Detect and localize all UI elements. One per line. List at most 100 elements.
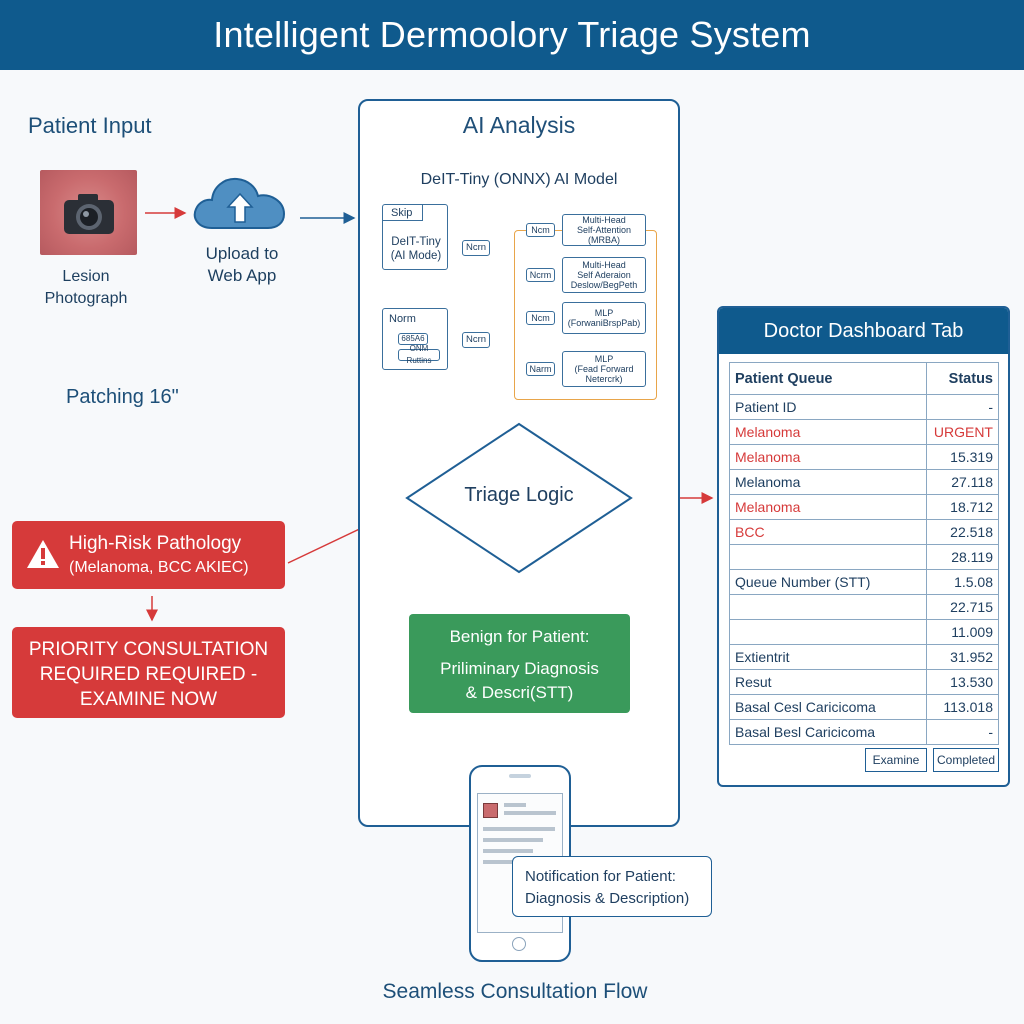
header-bar: Intelligent Dermoolory Triage System: [0, 0, 1024, 70]
sub-box-2: ONM Ruttins: [398, 344, 440, 365]
table-row[interactable]: Basal Besl Caricicoma-: [729, 719, 999, 745]
norm-left-label: Norm: [389, 313, 416, 325]
benign-line1: Benign for Patient:: [449, 627, 590, 646]
completed-button[interactable]: Completed: [933, 748, 999, 772]
norm-block: Ncrm: [526, 268, 555, 282]
queue-cell: Basal Cesl Caricicoma: [729, 694, 927, 720]
queue-cell: Melanoma: [729, 444, 927, 470]
status-cell: 28.119: [926, 544, 999, 570]
sub-box-1: 685A6: [398, 333, 428, 345]
examine-button[interactable]: Examine: [865, 748, 927, 772]
skip-label: Skip: [383, 205, 423, 221]
queue-cell: [729, 594, 927, 620]
placeholder-line: [483, 849, 533, 853]
dashboard-title: Doctor Dashboard Tab: [719, 308, 1008, 354]
deit-label-line2: (AI Mode): [390, 250, 442, 262]
transformer-layer-block: MLP(ForwaniBrspPab): [562, 302, 646, 334]
placeholder-line: [504, 811, 556, 815]
patching-label: Patching 16": [66, 386, 179, 408]
lesion-label-line2: Photograph: [44, 290, 128, 307]
placeholder-line: [504, 803, 526, 807]
upload-label-line1: Upload to: [205, 244, 279, 263]
column-header: Patient Queue: [729, 362, 927, 395]
triage-logic-label: Triage Logic: [464, 484, 574, 506]
priority-line3: EXAMINE NOW: [79, 689, 218, 710]
queue-cell: [729, 544, 927, 570]
table-row[interactable]: 22.715: [729, 594, 999, 620]
benign-line2: Priliminary Diagnosis: [440, 659, 599, 678]
status-cell: 15.319: [926, 444, 999, 470]
norm-block-left: Norm 685A6 ONM Ruttins: [382, 308, 448, 370]
table-row[interactable]: 28.119: [729, 544, 999, 570]
priority-line1: PRIORITY CONSULTATION: [28, 639, 269, 660]
norm-block: Ncm: [526, 311, 555, 325]
seamless-consultation-label: Seamless Consultation Flow: [382, 980, 648, 1003]
notification-line1: Notification for Patient:: [525, 868, 676, 885]
benign-detail: Priliminary Diagnosis & Descri(STT): [409, 657, 630, 705]
layer-label-line1: Multi-Head: [582, 215, 626, 225]
queue-cell: Melanoma: [729, 469, 927, 495]
norm-block-bottom: Ncrn: [462, 332, 490, 348]
page-title: Intelligent Dermoolory Triage System: [213, 14, 811, 55]
benign-result-box: Benign for Patient: Priliminary Diagnosi…: [409, 614, 630, 713]
placeholder-line: [483, 860, 523, 864]
priority-consultation-box: PRIORITY CONSULTATION REQUIRED REQUIRED …: [12, 627, 285, 718]
queue-cell: Queue Number (STT): [729, 569, 927, 595]
lesion-label-line1: Lesion: [62, 268, 110, 285]
status-cell: 113.018: [926, 694, 999, 720]
table-row[interactable]: 11.009: [729, 619, 999, 645]
deit-label-line1: DeIT-Tiny: [391, 236, 441, 248]
benign-line3: & Descri(STT): [465, 683, 574, 702]
notification-thumbnail: [483, 803, 498, 818]
model-title: DeIT-Tiny (ONNX) AI Model: [420, 171, 618, 188]
lesion-photo: [40, 170, 137, 255]
status-cell: -: [926, 719, 999, 745]
high-risk-subtitle: (Melanoma, BCC AKIEC): [69, 559, 249, 576]
phone-speaker: [509, 774, 531, 778]
queue-cell: BCC: [729, 519, 927, 545]
queue-cell: Patient ID: [729, 394, 927, 420]
status-cell: 11.009: [926, 619, 999, 645]
queue-cell: [729, 619, 927, 645]
queue-cell: Melanoma: [729, 419, 927, 445]
deit-tiny-block: Skip DeIT-Tiny (AI Mode): [382, 204, 448, 270]
status-cell: 18.712: [926, 494, 999, 520]
layer-label-line2: (Fead Forward: [574, 364, 634, 374]
layer-label-line2: (ForwaniBrspPab): [567, 318, 641, 328]
high-risk-box: High-Risk Pathology (Melanoma, BCC AKIEC…: [12, 521, 285, 589]
lesion-photo-label: Lesion Photograph: [26, 266, 146, 310]
status-cell: -: [926, 394, 999, 420]
norm-block: Narm: [526, 362, 555, 376]
layer-label-line3: (MRBA): [588, 235, 620, 245]
status-cell: URGENT: [926, 419, 999, 445]
camera-icon: [64, 194, 114, 234]
layer-label-line2: Self-Attention: [576, 225, 632, 235]
layer-label-line1: Multi-Head: [582, 260, 626, 270]
queue-cell: Melanoma: [729, 494, 927, 520]
warning-icon: [27, 540, 59, 568]
layer-label-line3: Deslow/BegPeth: [570, 280, 638, 290]
status-cell: 13.530: [926, 669, 999, 695]
norm-block-top: Ncrn: [462, 240, 490, 256]
status-cell: 1.5.08: [926, 569, 999, 595]
table-row[interactable]: Patient ID-: [729, 394, 999, 420]
queue-cell: Extientrit: [729, 644, 927, 670]
ai-analysis-title: AI Analysis: [462, 112, 576, 138]
table-row[interactable]: Queue Number (STT)1.5.08: [729, 569, 999, 595]
deit-label: DeIT-Tiny (AI Mode): [383, 235, 449, 263]
high-risk-title: High-Risk Pathology: [69, 533, 242, 554]
placeholder-line: [483, 838, 543, 842]
layer-label-line1: MLP: [594, 308, 614, 318]
